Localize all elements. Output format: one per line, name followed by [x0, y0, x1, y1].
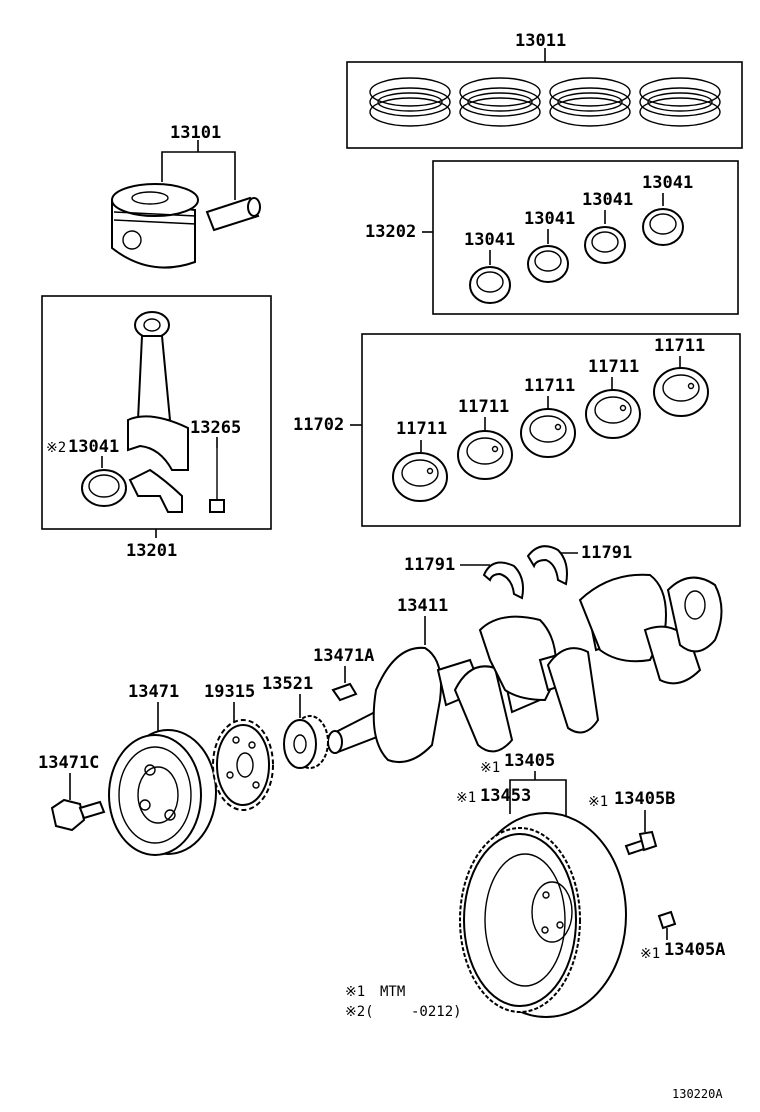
rod-bearing-set-group: 13202 13041 13041 13041 13041: [365, 160, 739, 315]
flywheel-bolt-icon: [624, 830, 658, 856]
note1-mark: ※1: [345, 984, 365, 1000]
rod-bearing-icon: [527, 245, 569, 283]
note2-mark: ※2(: [345, 1004, 374, 1020]
label-13405[interactable]: 13405: [504, 751, 555, 771]
label-11711-b[interactable]: 11711: [458, 397, 509, 417]
label-13405B[interactable]: 13405B: [614, 789, 675, 809]
piston-ring-icon: [459, 77, 541, 127]
label-13411[interactable]: 13411: [397, 596, 448, 616]
main-bearing-icon: [457, 430, 513, 480]
piston-ring-icon: [549, 77, 631, 127]
main-bearing-set-box: [361, 333, 741, 527]
key-icon: [331, 682, 358, 702]
main-bearing-icon: [585, 389, 641, 439]
label-13471A[interactable]: 13471A: [313, 646, 374, 666]
piston-icon: [111, 183, 199, 269]
label-13453[interactable]: 13453: [480, 786, 531, 806]
crankshaft-group: 13411: [327, 573, 723, 764]
mark-note1-13405A: ※1: [640, 946, 660, 962]
label-13471[interactable]: 13471: [128, 682, 179, 702]
main-bearing-icon: [392, 452, 448, 502]
mark-note1-13405: ※1: [480, 760, 500, 776]
mark-note1-13405B: ※1: [588, 794, 608, 810]
woodruff-key-group: 13471A: [313, 646, 374, 702]
crankshaft-icon: [327, 573, 723, 764]
rod-bearing-icon: [469, 266, 511, 304]
rod-bearing-set-box: [432, 160, 739, 315]
label-13041-d[interactable]: 13041: [642, 173, 693, 193]
pulley-bolt-icon: [50, 798, 106, 832]
piston-ring-icon: [639, 77, 721, 127]
label-13041-c[interactable]: 13041: [582, 190, 633, 210]
crank-sprocket-icon: [283, 715, 329, 769]
note2-text: -0212): [411, 1004, 462, 1020]
label-11791-a[interactable]: 11791: [404, 555, 455, 575]
piston-ring-icon: [369, 77, 451, 127]
label-11791-b[interactable]: 11791: [581, 543, 632, 563]
piston-pin-icon: [205, 196, 261, 232]
figure-code: 130220A: [672, 1087, 723, 1101]
label-13202[interactable]: 13202: [365, 222, 416, 242]
label-11711-e[interactable]: 11711: [654, 336, 705, 356]
rod-bearing-icon: [584, 226, 626, 264]
crank-pulley-icon: [108, 729, 217, 856]
thrust-washer-group: 11791 11791: [404, 543, 632, 600]
label-13041-a[interactable]: 13041: [464, 230, 515, 250]
mark-note1-13453: ※1: [456, 790, 476, 806]
label-13101[interactable]: 13101: [170, 123, 221, 143]
rod-bearing-icon: [81, 469, 127, 507]
flywheel-group: ※1 13405 ※1 13453 ※1 13405B ※1 13405A: [456, 751, 725, 1018]
timing-gear-group: 19315: [204, 682, 274, 811]
thrust-washer-icon: [482, 561, 524, 600]
timing-gear-icon: [212, 719, 274, 811]
main-bearing-icon: [520, 408, 576, 458]
label-11711-a[interactable]: 11711: [396, 419, 447, 439]
label-11711-d[interactable]: 11711: [588, 357, 639, 377]
ring-set-box: [346, 61, 743, 149]
connecting-rod-group: ※2 13041 13265 13201: [41, 295, 272, 561]
crank-pulley-group: 13471: [108, 682, 217, 856]
dowel-pin-icon: [657, 910, 677, 930]
label-13011[interactable]: 13011: [515, 31, 566, 51]
main-bearing-icon: [653, 367, 709, 417]
connecting-rod-icon: [127, 311, 189, 513]
note1-text: MTM: [380, 984, 405, 1000]
label-13471C[interactable]: 13471C: [38, 753, 99, 773]
label-19315[interactable]: 19315: [204, 682, 255, 702]
rod-bolt-icon: [209, 448, 225, 513]
pulley-bolt-group: 13471C: [38, 753, 106, 832]
label-13041-rod[interactable]: 13041: [68, 437, 119, 457]
label-13265[interactable]: 13265: [190, 418, 241, 438]
label-13201[interactable]: 13201: [126, 541, 177, 561]
mark-note2-rod: ※2: [46, 440, 66, 456]
crank-sprocket-group: 13521: [262, 674, 329, 769]
notes-block: ※1 MTM ※2( -0212): [345, 984, 462, 1020]
label-11702[interactable]: 11702: [293, 415, 344, 435]
thrust-washer-icon: [526, 545, 568, 586]
label-13521[interactable]: 13521: [262, 674, 313, 694]
label-13041-b[interactable]: 13041: [524, 209, 575, 229]
flywheel-icon: [459, 812, 627, 1018]
main-bearing-set-group: 11702 11711 11711 11711 11711 11711: [293, 333, 741, 527]
label-13405A[interactable]: 13405A: [664, 940, 725, 960]
piston-group: 13101: [111, 123, 261, 269]
label-11711-c[interactable]: 11711: [524, 376, 575, 396]
rod-bearing-icon: [642, 208, 684, 246]
piston-ring-set-group: 13011: [346, 31, 743, 149]
